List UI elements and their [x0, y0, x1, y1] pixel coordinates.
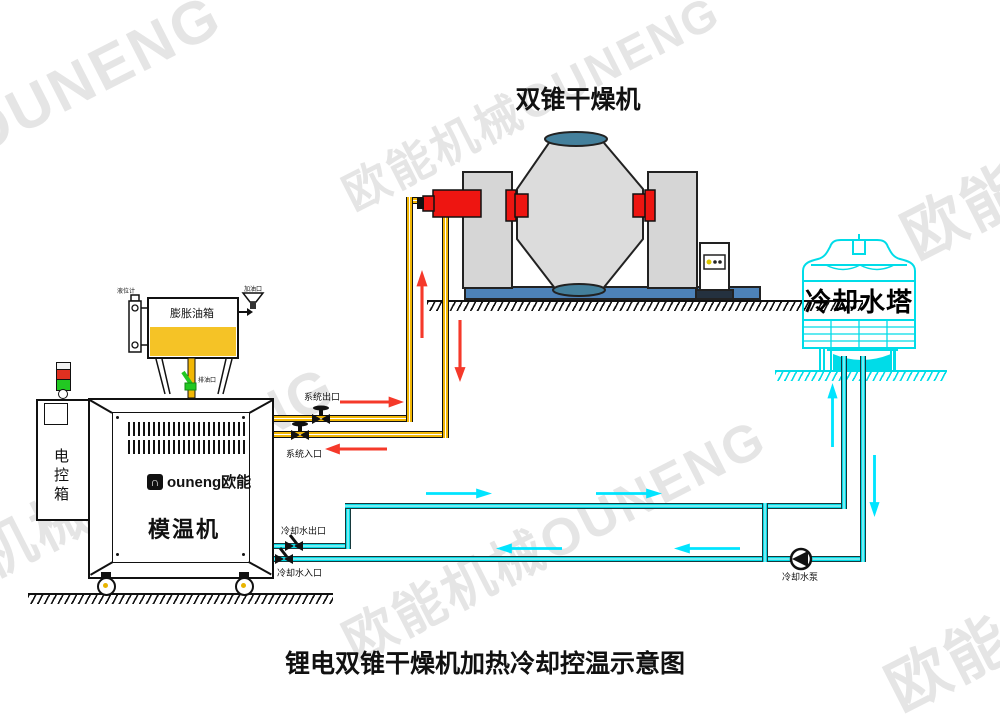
system-inlet-label: 系统入口 [286, 449, 323, 459]
level-gauge-tube [128, 300, 142, 353]
cool-flow-arrow-down [869, 455, 880, 517]
hot-flow-arrow-left [325, 443, 387, 455]
dryer-control-panel [695, 242, 734, 300]
hot-flow-arrow-right [340, 396, 404, 408]
indicator-light-yellow [706, 259, 712, 265]
gauge-port [131, 341, 139, 349]
louver-grid [803, 320, 915, 348]
pump-label: 冷却水泵 [782, 572, 819, 582]
cool-flow-arrow-right [596, 488, 662, 499]
drain-valve-body [184, 382, 197, 391]
cool-flow-arrow-left [674, 543, 740, 554]
control-box-label: 电控箱 [52, 448, 69, 505]
vent-grille [128, 422, 246, 436]
tower-leg [819, 347, 825, 372]
page-title: 双锥干燥机 [515, 86, 641, 114]
fill-funnel [241, 292, 265, 303]
mold-temp-machine-panel [112, 412, 250, 563]
control-box-window [44, 403, 68, 425]
cool-flow-arrow-left [496, 543, 562, 554]
tower-inlet-riser [841, 356, 847, 509]
dryer-ground-hatch [427, 300, 863, 311]
panel-bolt [116, 416, 119, 419]
caption-title: 锂电双锥干燥机加热冷却控温示意图 [285, 650, 686, 678]
caster-mount [239, 572, 249, 578]
hot-return-pipe-riser [442, 207, 449, 438]
tower-cap [852, 239, 866, 255]
tank-drop-pipe [187, 357, 196, 399]
hot-flow-arrow-up [416, 270, 428, 338]
rotary-joint-block [432, 189, 482, 218]
machine-ground-hatch [28, 593, 333, 604]
hot-return-pipe-horizontal [265, 431, 449, 438]
cool-flow-arrow-right [426, 488, 492, 499]
caster-hub [103, 583, 108, 588]
cooling-bottom-main-pipe [265, 556, 866, 562]
indicator-light [713, 260, 717, 264]
panel-bolt [116, 553, 119, 556]
tower-outlet-riser [860, 356, 866, 562]
logo-text: ouneng欧能 [167, 474, 252, 491]
system-outlet-label: 系统出口 [304, 392, 341, 402]
logo-mark-icon: ∩ [147, 473, 163, 490]
funnel-stem [250, 302, 256, 309]
cool-flow-arrow-up [827, 383, 838, 447]
cone-bottom-lens [552, 283, 606, 297]
signal-light-base [58, 389, 68, 399]
dryer-cone-body [516, 136, 644, 292]
fan-blades [825, 264, 895, 271]
caster-mount [101, 572, 111, 578]
tank-oil [150, 327, 236, 356]
cooling-inlet-label: 冷却水入口 [277, 568, 323, 578]
dryer-base-platform [464, 286, 761, 300]
indicator-light [718, 260, 722, 264]
fill-port-label: 加油口 [244, 287, 263, 293]
watermark-text: 欧能机械OUNENG [0, 0, 233, 284]
drain-valve-label: 排油口 [198, 378, 217, 384]
watermark-text: 欧能机械OUNENG [334, 408, 777, 673]
vent-grille [128, 440, 246, 454]
cooling-outlet-riser [345, 503, 351, 549]
gauge-label: 液位计 [117, 289, 136, 295]
machine-label: 模温机 [148, 517, 221, 542]
cone-top-lens [544, 131, 608, 147]
gauge-port [131, 304, 139, 312]
hot-flow-arrow-down [454, 320, 466, 382]
tower-leg [890, 347, 896, 372]
caster-hub [241, 583, 246, 588]
tower-louvers [802, 319, 916, 349]
cooling-outlet-label: 冷却水出口 [281, 526, 327, 536]
cooling-outlet-stub-pipe [265, 543, 351, 549]
fill-arrowhead [247, 308, 253, 316]
hot-supply-pipe-riser [406, 197, 413, 422]
dryer-pillar-right [647, 171, 698, 289]
drain-valve-lever [181, 370, 193, 386]
panel-bolt [242, 553, 245, 556]
shaft-couplings [422, 189, 656, 222]
brand-logo: ∩ ouneng欧能 [147, 471, 251, 492]
cooling-top-main-pipe [345, 503, 847, 509]
hot-supply-pipe-horizontal [265, 415, 413, 422]
dryer-pillar-left [462, 171, 513, 289]
watermark-text: 欧能机械OUNENG [875, 413, 1000, 725]
panel-bolt [242, 416, 245, 419]
watermark-text: 欧能机械OUNENG [891, 0, 1000, 273]
gauge-links [141, 307, 148, 346]
tower-crown [802, 239, 916, 281]
cooling-bypass-pipe [762, 503, 768, 562]
tank-label: 膨胀油箱 [170, 308, 214, 320]
gauge-cap [130, 294, 140, 302]
